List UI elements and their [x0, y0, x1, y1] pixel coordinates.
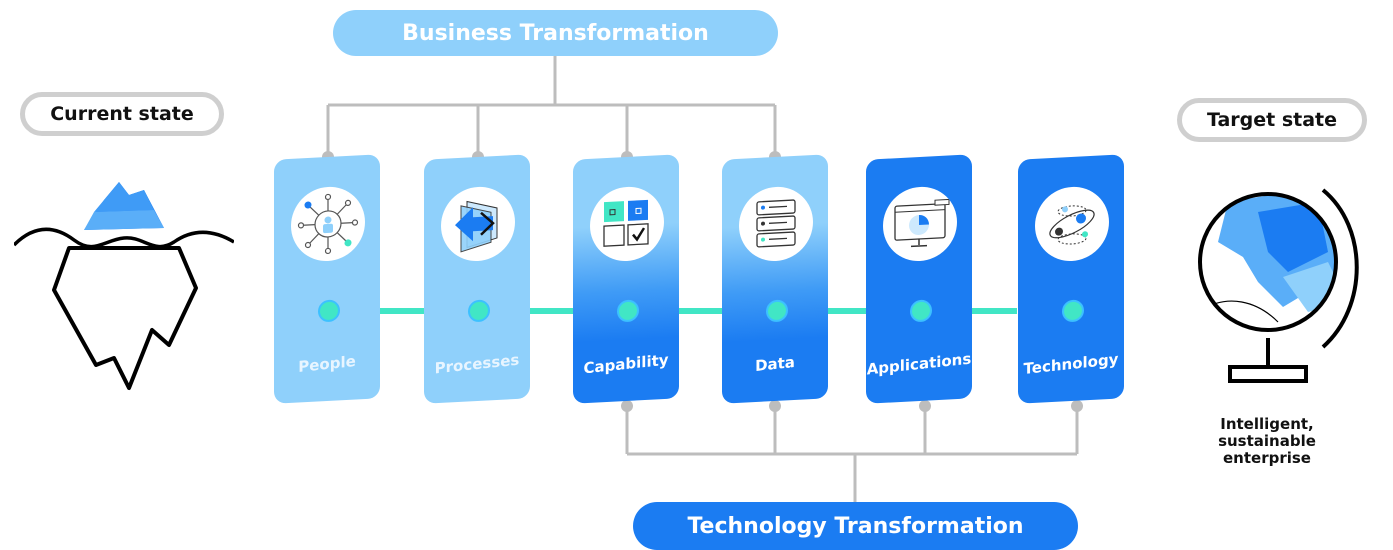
pillar-label-data: Data: [755, 352, 795, 376]
target-state-pill: Target state: [1177, 98, 1367, 142]
pillar-connector-dot: [468, 299, 490, 323]
pillar-connector-dot: [318, 299, 340, 323]
pillar-card-processes: Processes: [424, 154, 530, 404]
pillar-label-capability: Capability: [583, 350, 669, 378]
orbit-icon: [1035, 185, 1109, 263]
pillar-label-applications: Applications: [866, 349, 972, 379]
globe-icon: [1198, 188, 1359, 383]
pillar-card-data: Data: [722, 154, 828, 404]
pillar-label-technology: Technology: [1023, 350, 1119, 378]
process-arrow-icon: [441, 185, 515, 263]
pillar-card-capability: Capability: [573, 154, 679, 404]
monitor-chart-icon: [883, 185, 957, 263]
pillar-card-people: People: [274, 154, 380, 404]
current-state-label: Current state: [50, 103, 194, 125]
pillar-connector-dot: [617, 299, 639, 323]
pillar-card-technology: Technology: [1018, 154, 1124, 404]
caption-line: Intelligent,: [1220, 415, 1314, 433]
technology-transformation-pill: Technology Transformation: [633, 502, 1078, 550]
business-transformation-label: Business Transformation: [402, 20, 709, 46]
caption-line: sustainable: [1218, 432, 1316, 450]
people-network-icon: [291, 185, 365, 263]
current-state-pill: Current state: [20, 92, 224, 136]
iceberg-icon: [14, 182, 234, 390]
pillar-label-processes: Processes: [434, 350, 520, 378]
technology-transformation-label: Technology Transformation: [687, 513, 1024, 539]
pillar-connector-dot: [766, 299, 788, 323]
capability-grid-icon: [590, 185, 664, 263]
target-state-label: Target state: [1206, 109, 1338, 131]
pillar-label-people: People: [298, 351, 356, 377]
business-transformation-pill: Business Transformation: [333, 10, 778, 56]
database-icon: [739, 185, 813, 263]
pillar-card-applications: Applications: [866, 154, 972, 404]
target-state-caption: Intelligent, sustainable enterprise: [1212, 416, 1322, 467]
pillar-connector-dot: [1062, 299, 1084, 323]
pillar-connector-dot: [910, 299, 932, 323]
caption-line: enterprise: [1223, 449, 1311, 467]
